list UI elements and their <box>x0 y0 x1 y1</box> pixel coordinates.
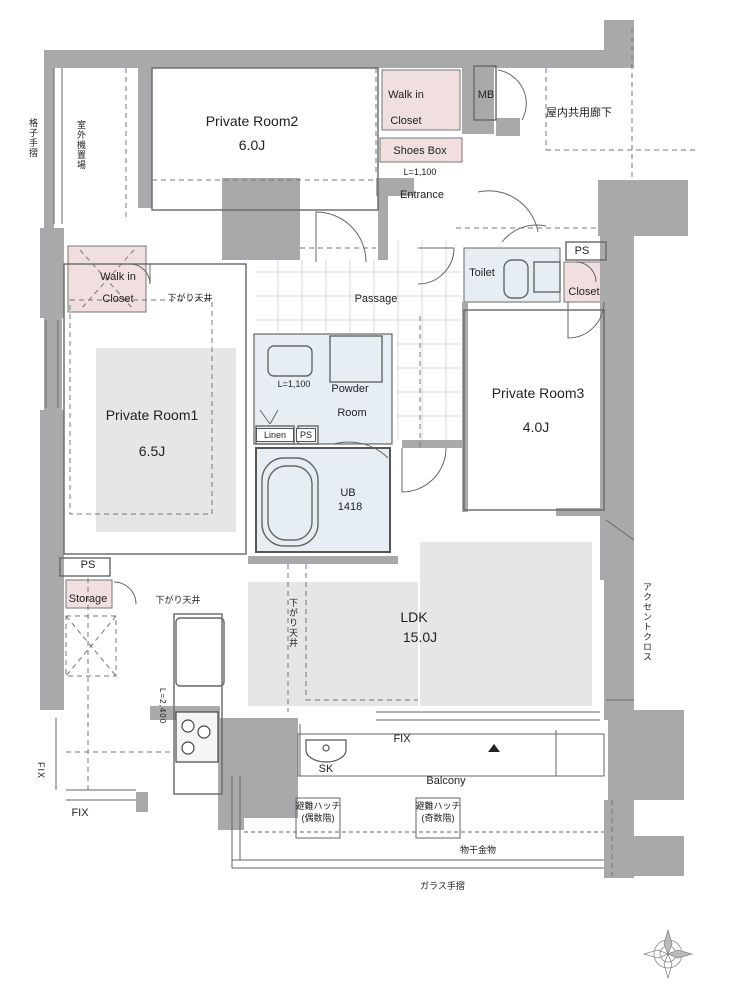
mb-label: MB <box>477 89 495 101</box>
kogoshi-label: 格子手摺 <box>28 118 38 158</box>
monohoshi-label: 物干金物 <box>459 845 497 855</box>
powder-l-label: L=1,100 <box>277 379 311 389</box>
room3-size: 4.0J <box>522 419 550 435</box>
passage-label: Passage <box>354 293 398 305</box>
closet-label-2: Closet <box>390 115 422 127</box>
room1-name: Private Room1 <box>105 407 199 423</box>
storage-label: Storage <box>68 593 108 605</box>
fix-label-1: FIX <box>393 733 411 745</box>
kitchen-length-label: L=2,400 <box>158 688 167 725</box>
sagari-tenjo-label-3: 下がり天井 <box>288 598 298 648</box>
toilet-floor <box>463 247 561 303</box>
hatch-even-label-2: (偶数階) <box>301 813 335 823</box>
passage-tiles <box>256 240 462 440</box>
walk-in-label-2: Walk in <box>388 89 424 101</box>
sagari-tenjo-label-1: 下がり天井 <box>167 293 213 303</box>
hatch-even-label-1: 避難ハッチ <box>295 801 341 811</box>
outdoor-unit-label: 室外機置場 <box>76 120 86 170</box>
walk-in-closet-1 <box>67 245 147 313</box>
door-swings <box>113 69 605 605</box>
ps-label-1: PS <box>80 559 96 571</box>
ldk-floor <box>248 582 418 706</box>
shared-corridor-label: 屋内共用廊下 <box>546 107 612 119</box>
ldk-size: 15.0J <box>402 629 438 645</box>
walls <box>40 20 688 878</box>
stove <box>175 711 219 763</box>
compass-icon <box>642 928 694 980</box>
shoes-box-label: Shoes Box <box>393 145 447 157</box>
closet-label-1: Closet <box>102 293 134 305</box>
ub-floor <box>255 447 391 553</box>
walk-in-label-1: Walk in <box>100 271 136 283</box>
ub-size-label: 1418 <box>337 501 363 513</box>
balcony <box>231 724 605 869</box>
shoes-box <box>379 137 463 163</box>
linen-label: Linen <box>256 428 294 442</box>
closet-label-3: Closet <box>568 286 600 298</box>
room-label: Room <box>337 407 367 419</box>
ps-label-3: PS <box>574 245 590 257</box>
partitions <box>59 65 607 795</box>
fix-label-3: FIX <box>36 762 46 780</box>
accent-cloth-label: アクセントクロス <box>642 582 652 662</box>
hatch-odd-label-2: (奇数階) <box>421 813 455 823</box>
balcony-label: Balcony <box>426 775 466 787</box>
dashed-lines <box>65 28 696 876</box>
hatch-odd-label-1: 避難ハッチ <box>415 801 461 811</box>
ldk-floor-2 <box>420 542 592 706</box>
powder-label: Powder <box>331 383 369 395</box>
entrance-label: Entrance <box>399 189 445 201</box>
room1-floor <box>96 348 236 532</box>
storage <box>65 579 113 609</box>
fix-label-2: FIX <box>71 807 89 819</box>
sagari-tenjo-label-2: 下がり天井 <box>155 595 201 605</box>
sk-sink <box>305 739 347 763</box>
ldk-name: LDK <box>400 609 428 625</box>
room2-name: Private Room2 <box>205 113 299 129</box>
room2-size: 6.0J <box>238 137 266 153</box>
room3-name: Private Room3 <box>491 385 585 401</box>
ub-label: UB <box>340 487 356 499</box>
windows <box>45 68 635 801</box>
walk-in-closet-2 <box>381 69 461 131</box>
toilet-label: Toilet <box>469 267 495 279</box>
room1-size: 6.5J <box>138 443 166 459</box>
ps-label-powder: PS <box>296 428 316 442</box>
entrance-arrow <box>488 744 500 752</box>
entrance-l-label: L=1,100 <box>403 167 437 177</box>
glass-rail-label: ガラス手摺 <box>420 881 465 891</box>
sk-label: SK <box>318 763 334 775</box>
